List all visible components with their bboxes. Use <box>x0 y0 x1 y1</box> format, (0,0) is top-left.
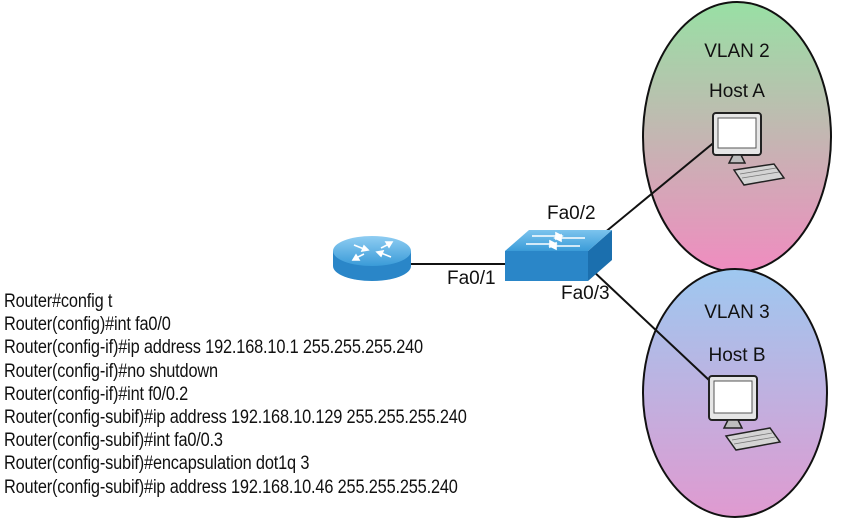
cli-line: Router(config-subif)#ip address 192.168.… <box>4 407 467 429</box>
cli-line: Router(config-subif)#int fa0/0.3 <box>4 430 223 452</box>
port-label-fa0-2: Fa0/2 <box>547 203 596 224</box>
port-label-fa0-1: Fa0/1 <box>447 268 496 289</box>
cli-line: Router(config)#int fa0/0 <box>4 314 171 336</box>
cli-line: Router(config-subif)#ip address 192.168.… <box>4 476 458 498</box>
host-a-computer-icon <box>712 112 786 186</box>
host-b-computer-icon <box>708 375 782 451</box>
cli-line: Router(config-subif)#encapsulation dot1q… <box>4 453 310 475</box>
cli-line: Router#config t <box>4 291 113 312</box>
host-a-label: Host A <box>709 81 765 102</box>
vlan-3-label: VLAN 3 <box>704 302 769 323</box>
switch-icon <box>505 230 612 281</box>
port-label-fa0-3: Fa0/3 <box>561 283 610 304</box>
cli-line: Router(config-if)#no shutdown <box>4 360 218 382</box>
cli-line: Router(config-if)#ip address 192.168.10.… <box>4 337 423 359</box>
host-b-label: Host B <box>708 345 765 366</box>
router-cli-config: Router#config t Router(config)#int fa0/0… <box>4 290 467 499</box>
link-switch-host-a <box>591 139 718 244</box>
router-icon <box>333 236 411 281</box>
vlan-2-label: VLAN 2 <box>704 41 769 62</box>
cli-line: Router(config-if)#int f0/0.2 <box>4 383 189 405</box>
link-switch-host-b <box>591 269 711 382</box>
